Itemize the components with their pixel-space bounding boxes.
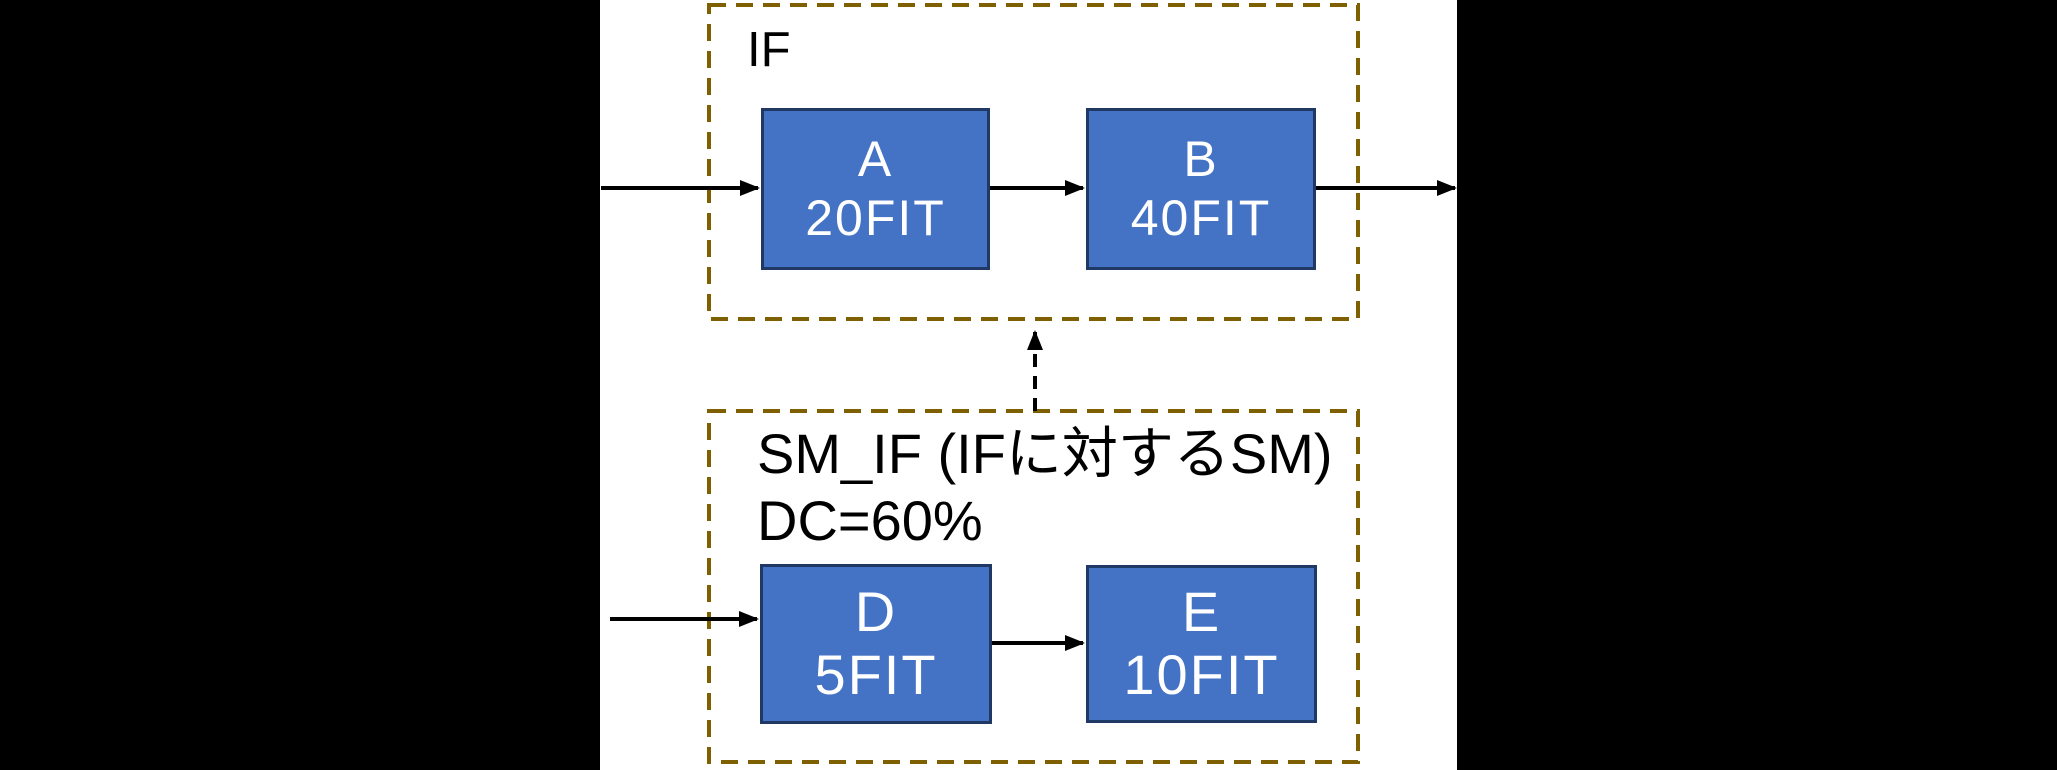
block-b-fit: 40FIT <box>1130 190 1272 246</box>
sm-group-label-line2: DC=60% <box>757 489 983 553</box>
block-b-name: B <box>1183 131 1219 187</box>
block-a: A 20FIT <box>761 108 990 270</box>
block-d-name: D <box>854 580 898 644</box>
sm-group-label: SM_IF (IFに対するSM) DC=60% <box>757 420 1333 554</box>
block-d: D 5FIT <box>760 564 992 724</box>
block-d-fit: 5FIT <box>814 643 938 706</box>
content-area <box>600 0 1457 770</box>
sm-group-label-line1: SM_IF (IFに対するSM) <box>757 422 1333 485</box>
block-e: E 10FIT <box>1086 565 1317 723</box>
block-a-fit: 20FIT <box>805 190 946 246</box>
if-group-label: IF <box>747 23 791 77</box>
block-a-name: A <box>857 131 894 187</box>
block-e-fit: 10FIT <box>1123 643 1280 706</box>
block-b: B 40FIT <box>1086 108 1316 270</box>
block-e-name: E <box>1181 580 1222 644</box>
